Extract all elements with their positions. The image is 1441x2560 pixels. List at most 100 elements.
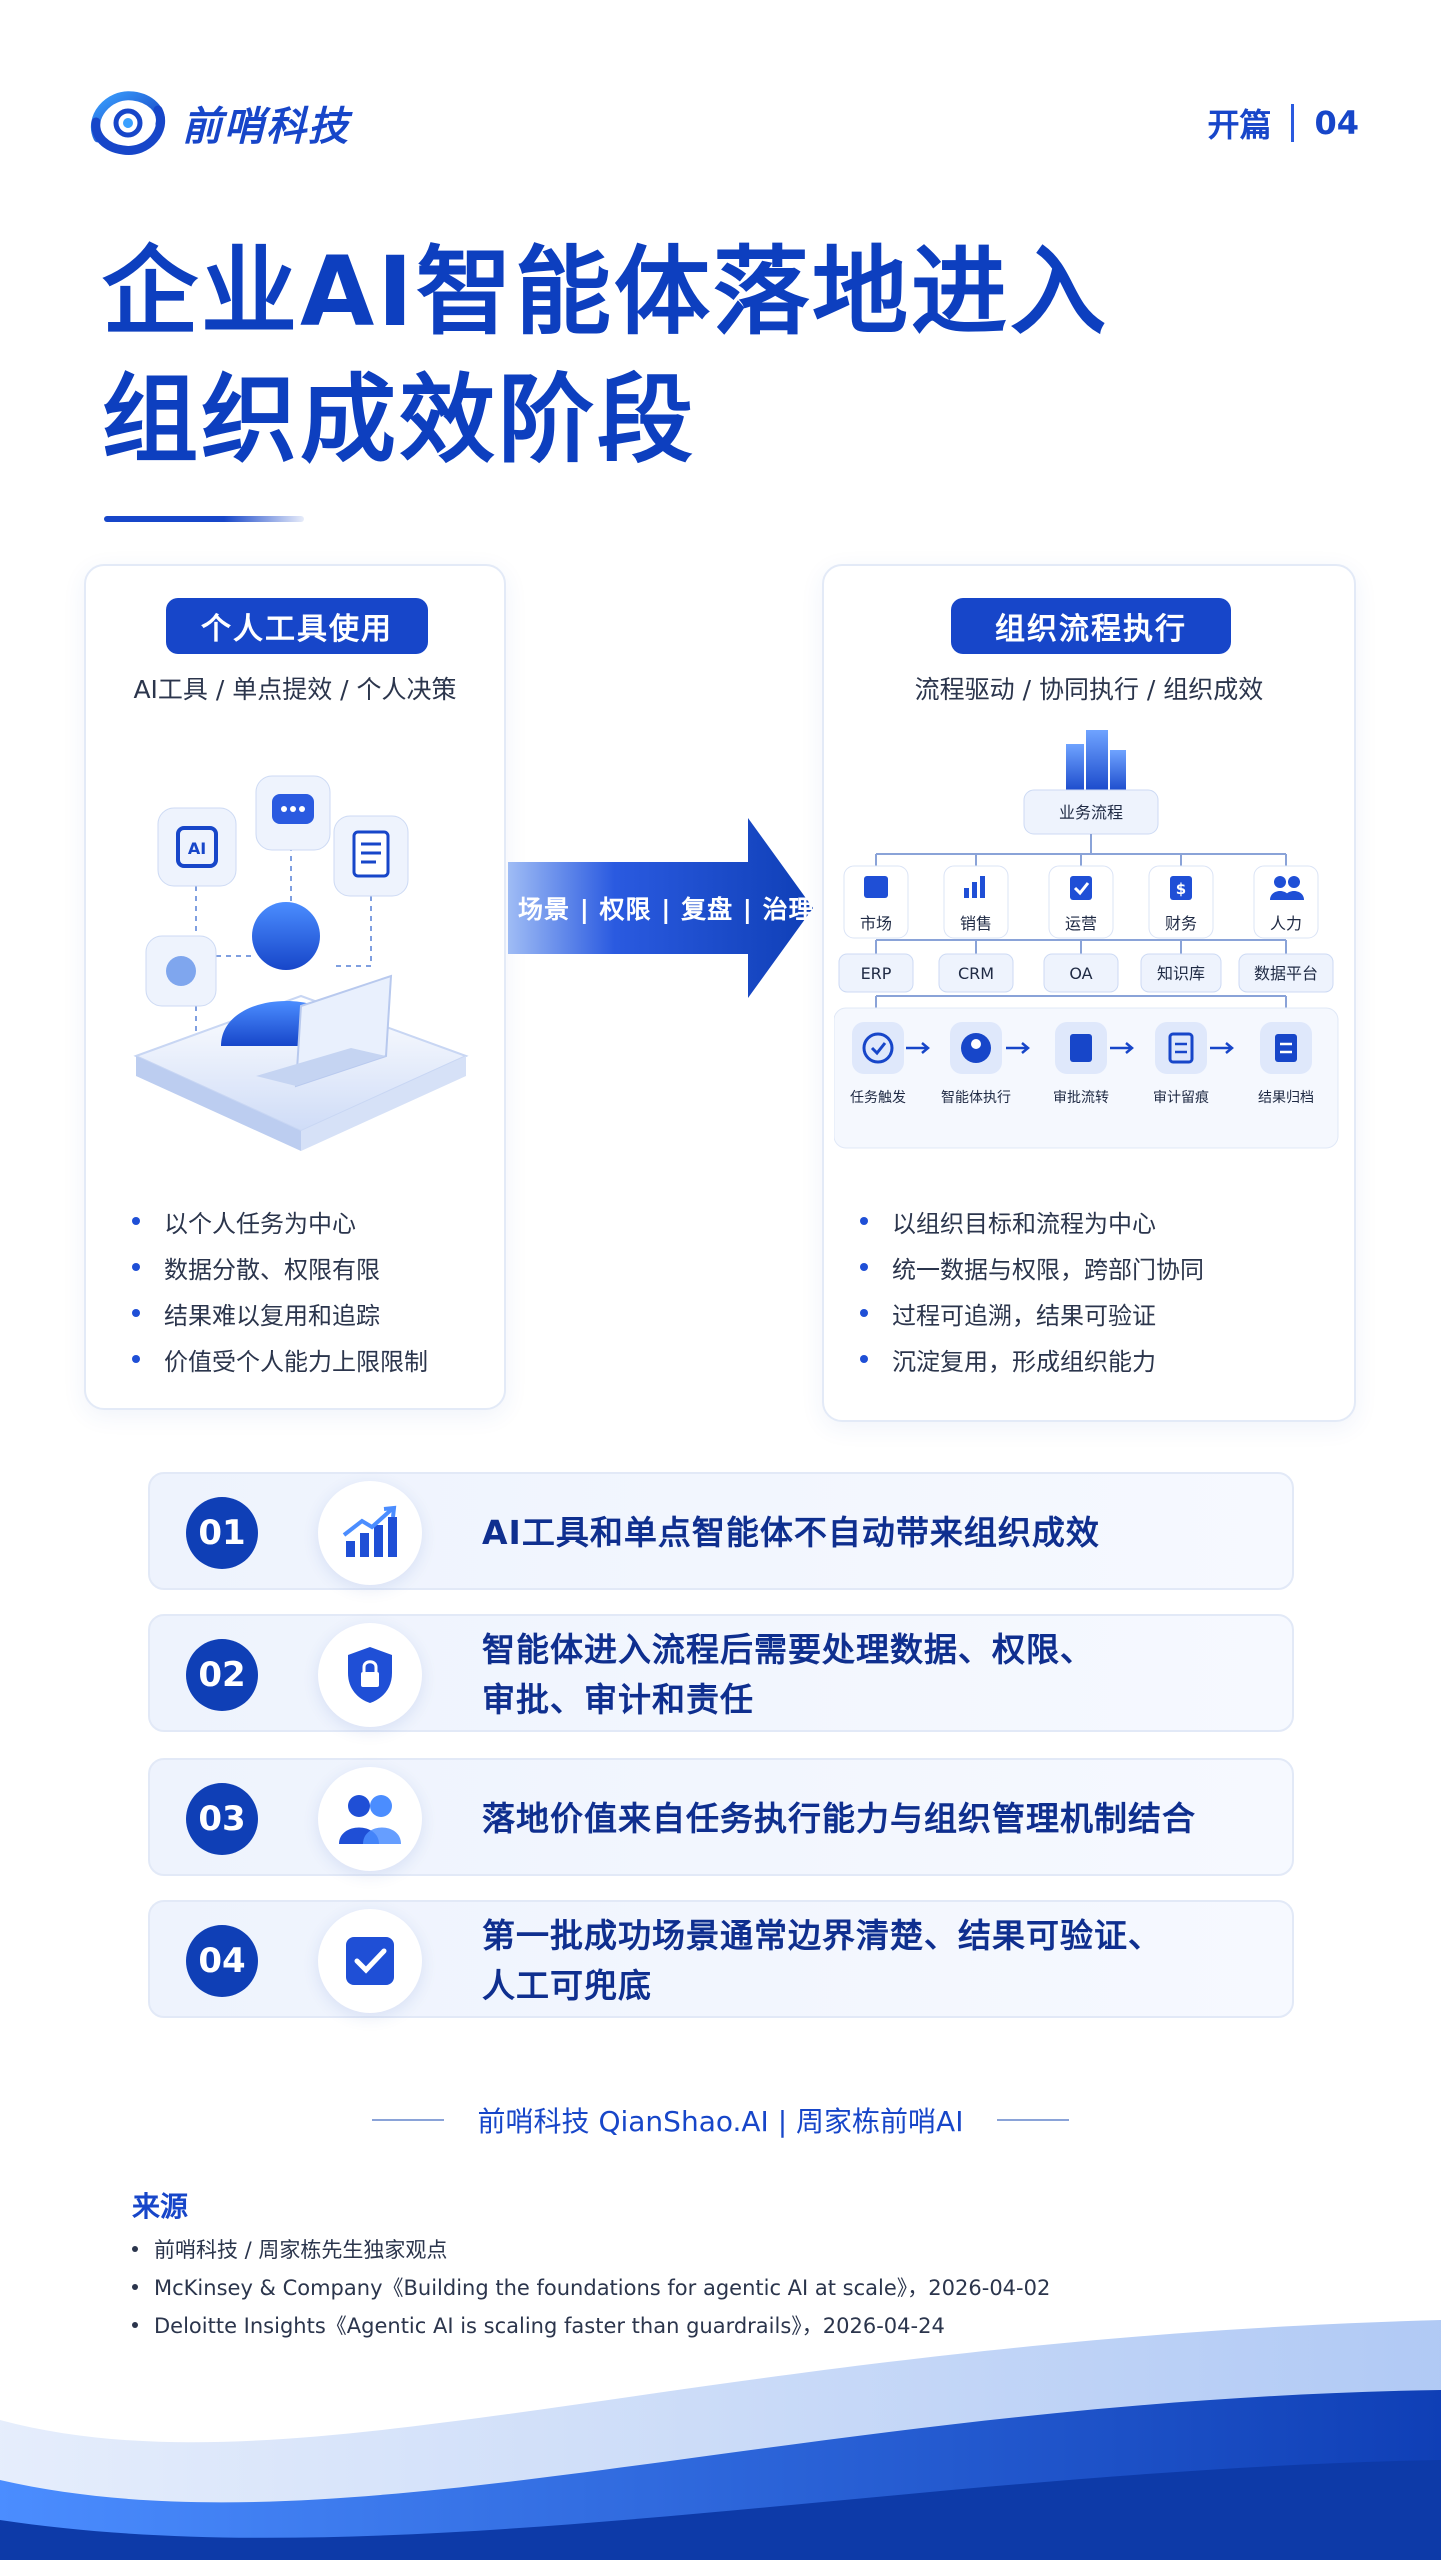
system-data-platform: 数据平台 <box>1238 953 1334 993</box>
source-item: Deloitte Insights《Agentic AI is scaling … <box>132 2306 1050 2344</box>
chapter-indicator: 开篇 04 <box>1207 100 1359 146</box>
svg-text:数据平台: 数据平台 <box>1254 964 1318 983</box>
svg-text:$: $ <box>1176 880 1186 898</box>
insight-card-02: 02 智能体进入流程后需要处理数据、权限、 审批、审计和责任 <box>148 1614 1294 1732</box>
step-agent-execute: 智能体执行 <box>941 1022 1011 1106</box>
checkbox-icon <box>318 1909 422 2013</box>
people-icon <box>1270 876 1304 900</box>
chapter-label: 开篇 <box>1207 106 1272 144</box>
svg-text:人力: 人力 <box>1270 914 1302 933</box>
svg-text:市场: 市场 <box>860 914 892 933</box>
svg-text:智能体执行: 智能体执行 <box>941 1090 1011 1106</box>
check-circle-icon <box>862 1032 894 1064</box>
svg-text:AI: AI <box>188 839 206 858</box>
personal-workstation-illustration: AI <box>133 775 469 1151</box>
step-task-trigger: 任务触发 <box>850 1022 906 1106</box>
clipboard-check-icon <box>1070 876 1092 900</box>
bullet-item: 数据分散、权限有限 <box>132 1244 428 1290</box>
card-text-line: 人工可兜底 <box>482 1966 652 2005</box>
transition-arrow: 场景 | 权限 | 复盘 | 治理 <box>508 818 818 998</box>
source-item: McKinsey & Company《Building the foundati… <box>132 2268 1050 2306</box>
card-text-line: AI工具和单点智能体不自动带来组织成效 <box>482 1513 1100 1552</box>
ai-chip-icon: AI <box>157 807 237 887</box>
department-hr: 人力 <box>1253 865 1319 939</box>
org-process-diagram: 业务流程 市场 <box>834 730 1339 1149</box>
svg-text:运营: 运营 <box>1065 914 1097 933</box>
building-icon <box>1066 730 1126 794</box>
growth-chart-icon <box>318 1481 422 1585</box>
document-icon <box>333 815 409 897</box>
card-text: 第一批成功场景通常边界清楚、结果可验证、 人工可兜底 <box>482 1911 1162 2011</box>
footer-wave <box>0 2320 1441 2560</box>
system-erp: ERP <box>838 953 914 993</box>
svg-text:结果归档: 结果归档 <box>1258 1089 1314 1106</box>
page-title: 企业AI智能体落地进入 组织成效阶段 <box>102 228 1109 484</box>
system-oa: OA <box>1043 953 1119 993</box>
market-icon <box>864 876 888 898</box>
department-finance: $ 财务 <box>1148 865 1214 939</box>
org-process-panel: 组织流程执行 流程驱动 / 协同执行 / 组织成效 业务流程 <box>822 564 1356 1422</box>
org-process-subtitle: 流程驱动 / 协同执行 / 组织成效 <box>914 675 1264 704</box>
footer-brand-line: 前哨科技 QianShao.AI | 周家栋前哨AI <box>0 2100 1441 2140</box>
card-text: AI工具和单点智能体不自动带来组织成效 <box>482 1508 1100 1558</box>
laptop-icon <box>256 974 393 1088</box>
right-arrow-icon <box>508 818 813 998</box>
chapter-number: 04 <box>1314 104 1359 142</box>
bullet-item: 价值受个人能力上限限制 <box>132 1336 428 1382</box>
chat-bubble-icon <box>255 775 331 851</box>
sources-title: 来源 <box>132 2190 189 2223</box>
svg-text:OA: OA <box>1069 964 1092 983</box>
bullet-item: 结果难以复用和追踪 <box>132 1290 428 1336</box>
department-sales: 销售 <box>943 865 1009 939</box>
approval-doc-icon <box>1070 1034 1092 1062</box>
svg-text:ERP: ERP <box>861 964 892 983</box>
message-circle-icon <box>145 935 217 1007</box>
system-knowledge-base: 知识库 <box>1140 953 1222 993</box>
card-number: 02 <box>186 1639 258 1711</box>
archive-doc-icon <box>1275 1034 1297 1062</box>
chapter-divider <box>1291 104 1295 142</box>
brand-line-dash-left <box>371 2119 444 2121</box>
step-result-archive: 结果归档 <box>1258 1022 1314 1106</box>
audit-doc-icon <box>1168 1032 1194 1064</box>
brand-logo: 前哨科技 <box>88 88 350 158</box>
card-text-line: 智能体进入流程后需要处理数据、权限、 <box>482 1630 1094 1669</box>
card-text-line: 审批、审计和责任 <box>482 1680 754 1719</box>
bullet-item: 沉淀复用，形成组织能力 <box>860 1336 1204 1382</box>
footer-brand-text: 前哨科技 QianShao.AI | 周家栋前哨AI <box>477 2105 964 2138</box>
brand-name: 前哨科技 <box>182 104 350 150</box>
shield-lock-icon <box>318 1623 422 1727</box>
svg-text:销售: 销售 <box>960 914 992 933</box>
insight-card-03: 03 落地价值来自任务执行能力与组织管理机制结合 <box>148 1758 1294 1876</box>
users-icon <box>318 1767 422 1871</box>
brand-line-dash-right <box>997 2119 1070 2121</box>
system-crm: CRM <box>938 953 1014 993</box>
title-line-1: 企业AI智能体落地进入 <box>102 236 1110 348</box>
step-audit-trail: 审计留痕 <box>1153 1022 1209 1106</box>
card-number: 04 <box>186 1925 258 1997</box>
svg-text:知识库: 知识库 <box>1157 964 1205 983</box>
card-text: 智能体进入流程后需要处理数据、权限、 审批、审计和责任 <box>482 1625 1094 1725</box>
root-node-label: 业务流程 <box>1059 803 1123 822</box>
source-item: 前哨科技 / 周家栋先生独家观点 <box>132 2230 1050 2268</box>
bullet-item: 过程可追溯，结果可验证 <box>860 1290 1204 1336</box>
sources-list: 前哨科技 / 周家栋先生独家观点 McKinsey & Company《Buil… <box>132 2230 1050 2344</box>
finance-doc-icon: $ <box>1170 876 1192 900</box>
step-approval-flow: 审批流转 <box>1053 1022 1109 1106</box>
department-market: 市场 <box>843 865 909 939</box>
title-underline <box>104 516 304 522</box>
title-line-2: 组织成效阶段 <box>102 364 696 476</box>
card-text-line: 落地价值来自任务执行能力与组织管理机制结合 <box>482 1799 1196 1838</box>
card-number: 01 <box>186 1497 258 1569</box>
bullet-item: 以个人任务为中心 <box>132 1198 428 1244</box>
personal-tools-pill: 个人工具使用 <box>166 598 428 654</box>
arrow-label: 场景 | 权限 | 复盘 | 治理 <box>518 895 815 924</box>
bullet-item: 统一数据与权限，跨部门协同 <box>860 1244 1204 1290</box>
personal-tools-subtitle: AI工具 / 单点提效 / 个人决策 <box>133 675 457 704</box>
svg-text:审计留痕: 审计留痕 <box>1153 1090 1209 1106</box>
org-process-bullets: 以组织目标和流程为中心 统一数据与权限，跨部门协同 过程可追溯，结果可验证 沉淀… <box>860 1198 1204 1382</box>
card-text: 落地价值来自任务执行能力与组织管理机制结合 <box>482 1794 1196 1844</box>
svg-text:任务触发: 任务触发 <box>850 1090 906 1106</box>
personal-tools-panel: 个人工具使用 AI工具 / 单点提效 / 个人决策 AI <box>84 564 506 1410</box>
svg-text:财务: 财务 <box>1165 914 1197 933</box>
